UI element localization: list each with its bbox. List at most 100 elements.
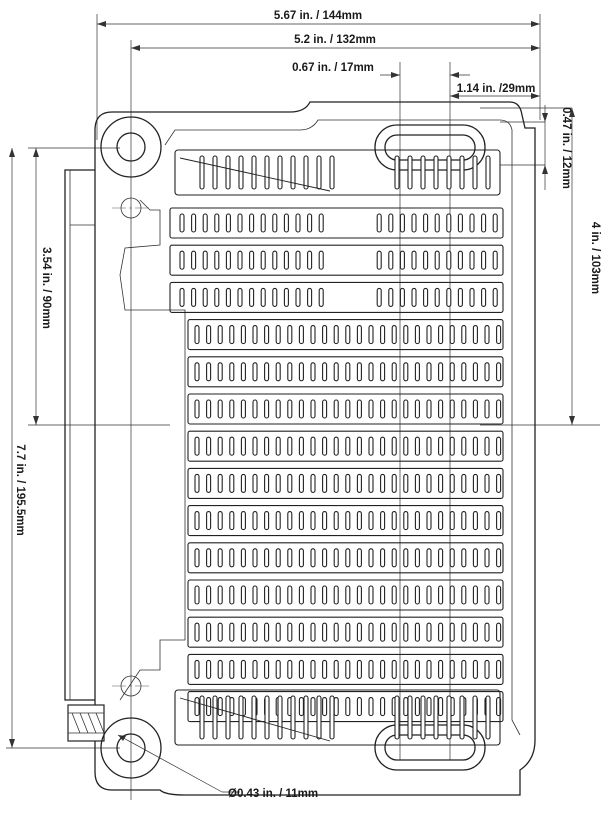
fin-slot [426, 585, 432, 605]
fin-slot [194, 548, 200, 568]
fin-row [174, 689, 501, 746]
right-offset-label: 1.14 in. /29mm [457, 83, 536, 95]
fin-slot [496, 436, 502, 456]
fin-slot [434, 287, 440, 307]
fin-slot [240, 585, 246, 605]
fin-slot [333, 622, 339, 642]
fin-slot [298, 473, 304, 493]
fin-slot [391, 548, 397, 568]
fin-slot [380, 362, 386, 382]
fin-slot [345, 585, 351, 605]
fin-slot [391, 362, 397, 382]
fin-slot [368, 622, 374, 642]
fin-slot [461, 473, 467, 493]
fin-slot [345, 362, 351, 382]
fin-slot [229, 436, 235, 456]
fin-slot [194, 325, 200, 345]
fin-row [187, 505, 504, 537]
fin-slot [426, 473, 432, 493]
fin-slot [423, 287, 429, 307]
fin-slot [368, 659, 374, 679]
fin-slot [229, 659, 235, 679]
fin-slot [287, 325, 293, 345]
fin-slot [356, 697, 362, 717]
fin-divider [179, 157, 331, 192]
thread-hatching [68, 712, 105, 734]
fin-row [174, 149, 501, 196]
fin-slot [194, 362, 200, 382]
fin-slot [217, 659, 223, 679]
fin-slot [484, 436, 490, 456]
slot-offset-label: 0.67 in. / 17mm [292, 62, 374, 74]
fin-slot [264, 436, 270, 456]
fin-slot [322, 622, 328, 642]
fin-slot [240, 659, 246, 679]
fin-slot [225, 287, 231, 307]
fin-slot [287, 622, 293, 642]
fin-slot [356, 473, 362, 493]
fin-slot [229, 622, 235, 642]
hole-diameter-label: Ø0.43 in. / 11mm [228, 788, 318, 800]
fin-slot [277, 155, 283, 190]
fin-slot [217, 622, 223, 642]
fin-slot [420, 155, 426, 190]
fin-slot [206, 511, 212, 531]
fin-slot [298, 511, 304, 531]
fin-slot [459, 695, 465, 740]
fin-slot [472, 436, 478, 456]
fin-slot [438, 697, 444, 717]
fin-slot [461, 436, 467, 456]
fin-slot [345, 473, 351, 493]
fin-slot [249, 287, 255, 307]
fin-slot [252, 473, 258, 493]
fin-slot [275, 399, 281, 419]
fin-slot [380, 585, 386, 605]
fin-slot [472, 325, 478, 345]
fin-slot [298, 697, 304, 717]
fin-slot [303, 695, 309, 740]
fin-slot [414, 325, 420, 345]
fin-slot [449, 362, 455, 382]
fin-slot [345, 436, 351, 456]
fin-slot [388, 213, 394, 233]
fin-slot [403, 659, 409, 679]
fin-slot [202, 250, 208, 270]
fin-slot [333, 697, 339, 717]
cooler-fins [169, 149, 504, 746]
fin-slot [252, 622, 258, 642]
fin-slot [411, 287, 417, 307]
fin-slot [380, 511, 386, 531]
fin-slot [179, 287, 185, 307]
fin-slot [333, 436, 339, 456]
right-height-label: 4 in. / 103mm [589, 222, 601, 294]
fin-slot [217, 473, 223, 493]
fin-slot [368, 325, 374, 345]
fin-slot [238, 155, 244, 190]
fin-slot [469, 287, 475, 307]
fin-slot [237, 250, 243, 270]
fin-slot [403, 622, 409, 642]
fin-slot [368, 511, 374, 531]
fin-slot [345, 399, 351, 419]
fin-slot [449, 585, 455, 605]
fin-slot [329, 695, 335, 740]
fin-slot [303, 155, 309, 190]
fin-slot [403, 325, 409, 345]
fin-slot [496, 399, 502, 419]
fin-slot [403, 362, 409, 382]
fin-slot [496, 511, 502, 531]
fin-slot [368, 585, 374, 605]
fin-slot [240, 622, 246, 642]
fin-slot [322, 548, 328, 568]
fin-slot [356, 511, 362, 531]
fin-slot [446, 155, 452, 190]
fin-slot [290, 155, 296, 190]
fin-slot [287, 548, 293, 568]
fin-slot [414, 622, 420, 642]
fin-slot [449, 436, 455, 456]
fin-slot [191, 287, 197, 307]
fin-slot [426, 511, 432, 531]
fin-slot [496, 622, 502, 642]
fin-slot [229, 548, 235, 568]
fin-slot [368, 362, 374, 382]
